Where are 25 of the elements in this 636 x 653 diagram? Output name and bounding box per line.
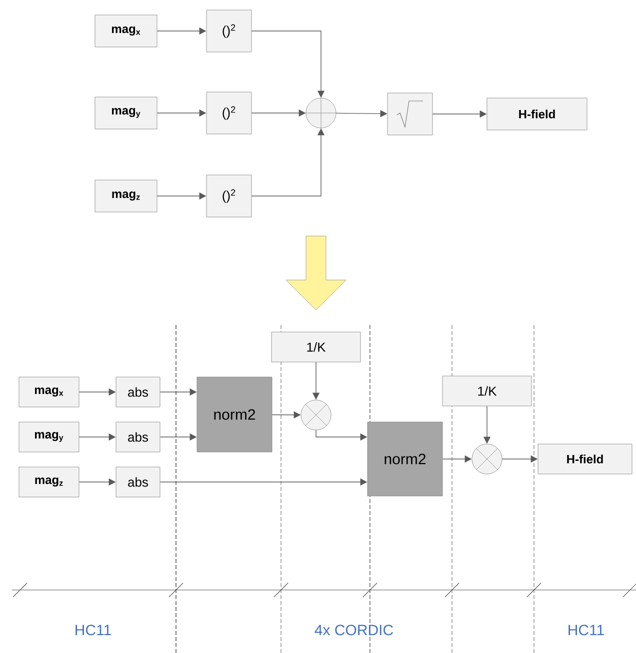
stage-label: HC11 [76, 624, 111, 636]
block-box: mag$_{x}$ [18, 376, 80, 408]
multiplier-circle [472, 444, 502, 474]
block-box: 1/K [442, 376, 532, 406]
block-box: mag$_{z}$ [18, 466, 80, 498]
block-box: mag$_{z}$ [94, 180, 158, 212]
stage-label: 4x CORDIC [314, 624, 393, 636]
block-box: ()$^{2}$ [206, 10, 252, 52]
stage-label: HC11 [568, 624, 604, 636]
block-box: H-field [486, 98, 588, 130]
block-box: mag$_{y}$ [18, 422, 80, 452]
block-box: ()$^{2}$ [206, 92, 252, 134]
block-box: mag$_{y}$ [94, 96, 158, 130]
process-box: norm2 [196, 376, 272, 452]
block-box: ()$^{2}$ [206, 174, 252, 218]
square-root-box [387, 92, 433, 136]
block-box: H-field [538, 444, 632, 474]
block-box: abs [116, 376, 160, 408]
block-box: abs [116, 422, 160, 452]
process-box: norm2 [367, 422, 443, 496]
multiplier-circle [300, 400, 332, 430]
block-box: mag$_{x}$ [94, 14, 158, 48]
sum-circle [306, 98, 336, 128]
block-box: abs [116, 466, 160, 498]
block-box: 1/K [271, 332, 361, 362]
